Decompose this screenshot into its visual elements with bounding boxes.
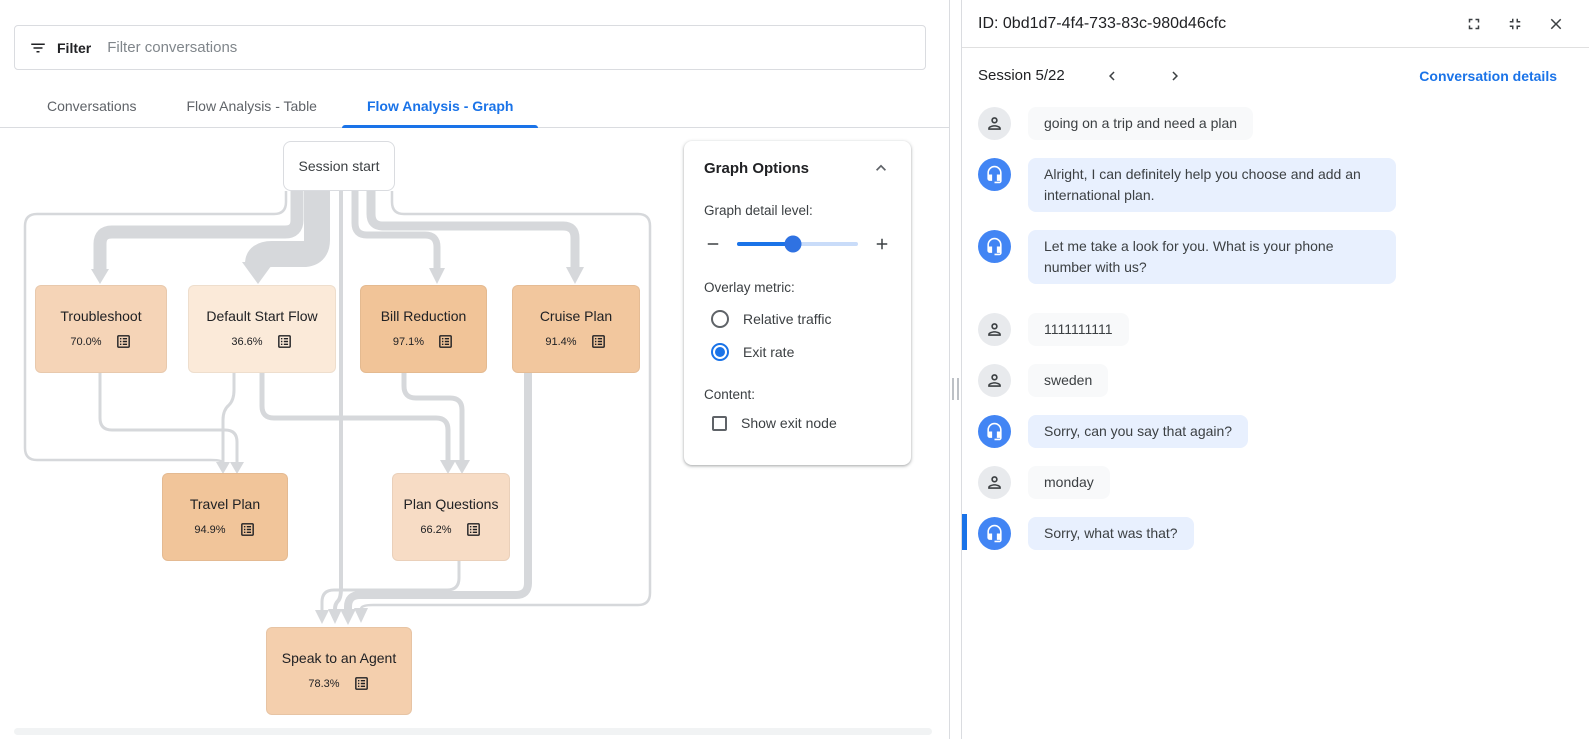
flow-node-default-start-flow[interactable]: Default Start Flow 36.6% <box>188 285 336 373</box>
flow-node-label: Travel Plan <box>189 496 261 512</box>
message-row: sweden <box>978 364 1565 397</box>
message-row: 1111111111 <box>978 313 1565 346</box>
list-alt-icon[interactable] <box>353 675 370 692</box>
message-row: Alright, I can definitely help you choos… <box>978 158 1565 212</box>
exit-rate-value: 91.4% <box>545 335 577 348</box>
conversation-id-title: ID: 0bd1d7-4f4-733-83c-980d46cfc <box>978 14 1227 32</box>
exit-fullscreen-icon[interactable] <box>1506 15 1524 33</box>
list-alt-icon[interactable] <box>437 333 454 350</box>
flow-node-session-start[interactable]: Session start <box>283 141 395 191</box>
resize-handle[interactable] <box>952 378 959 400</box>
session-counter: Session 5/22 <box>978 67 1065 84</box>
exit-rate-value: 36.6% <box>231 335 263 348</box>
list-alt-icon[interactable] <box>465 521 482 538</box>
headset-icon <box>978 517 1011 550</box>
flow-node-cruise-plan[interactable]: Cruise Plan 91.4% <box>512 285 640 373</box>
overlay-metric-label: Overlay metric: <box>704 280 795 295</box>
filter-bar[interactable]: Filter <box>14 25 926 70</box>
session-nav-row: Session 5/22 Conversation details <box>962 48 1589 103</box>
person-icon <box>978 364 1011 397</box>
radio-icon[interactable] <box>711 310 729 328</box>
chevron-right-icon[interactable] <box>1166 67 1184 85</box>
checkbox-label: Show exit node <box>741 415 837 431</box>
conversation-detail-panel: ID: 0bd1d7-4f4-733-83c-980d46cfc Session… <box>962 0 1589 739</box>
flow-node-speak-to-an-agent[interactable]: Speak to an Agent 78.3% <box>266 627 412 715</box>
list-alt-icon[interactable] <box>590 333 607 350</box>
message-row-selected: Sorry, what was that? <box>962 514 1565 550</box>
flow-node-troubleshoot[interactable]: Troubleshoot 70.0% <box>35 285 167 373</box>
slider-thumb[interactable] <box>784 235 802 253</box>
tab-bar: Conversations Flow Analysis - Table Flow… <box>0 85 949 128</box>
panel-divider <box>950 0 962 739</box>
flow-graph-edges <box>14 191 932 735</box>
message-row: going on a trip and need a plan <box>978 107 1565 140</box>
slider-minus-button[interactable] <box>704 235 722 253</box>
exit-rate-value: 78.3% <box>308 677 340 690</box>
tab-conversations[interactable]: Conversations <box>47 98 137 114</box>
checkbox-show-exit-node[interactable]: Show exit node <box>704 415 891 431</box>
person-icon <box>978 107 1011 140</box>
message-bubble[interactable]: Sorry, can you say that again? <box>1028 415 1249 448</box>
detail-panel-header: ID: 0bd1d7-4f4-733-83c-980d46cfc <box>962 0 1589 48</box>
message-bubble[interactable]: 1111111111 <box>1028 313 1129 346</box>
person-icon <box>978 466 1011 499</box>
filter-label: Filter <box>57 39 92 56</box>
chevron-left-icon[interactable] <box>1103 67 1121 85</box>
headset-icon <box>978 158 1011 191</box>
checkbox-icon[interactable] <box>712 415 727 431</box>
message-bubble[interactable]: sweden <box>1028 364 1109 397</box>
list-alt-icon[interactable] <box>115 333 132 350</box>
tab-flow-analysis-graph[interactable]: Flow Analysis - Graph <box>341 85 539 128</box>
headset-icon <box>978 415 1011 448</box>
flow-node-label: Troubleshoot <box>60 308 142 324</box>
message-bubble[interactable]: Let me take a look for you. What is your… <box>1028 230 1396 284</box>
exit-rate-value: 94.9% <box>194 523 226 536</box>
filter-icon[interactable] <box>29 39 47 57</box>
flow-node-label: Cruise Plan <box>539 308 613 324</box>
horizontal-scrollbar[interactable] <box>14 728 932 735</box>
flow-node-label: Default Start Flow <box>206 308 318 324</box>
headset-icon <box>978 230 1011 263</box>
transcript: going on a trip and need a plan Alright,… <box>962 103 1589 550</box>
message-row: Sorry, can you say that again? <box>978 415 1565 448</box>
list-alt-icon[interactable] <box>276 333 293 350</box>
radio-relative-traffic[interactable]: Relative traffic <box>704 310 891 328</box>
slider-plus-button[interactable] <box>873 235 891 253</box>
tab-flow-analysis-table[interactable]: Flow Analysis - Table <box>186 98 317 114</box>
message-bubble[interactable]: monday <box>1028 466 1110 499</box>
flow-node-label: Speak to an Agent <box>281 650 397 666</box>
person-icon <box>978 313 1011 346</box>
graph-options-panel: Graph Options Graph detail level: <box>684 141 911 465</box>
conversation-details-link[interactable]: Conversation details <box>1419 67 1557 84</box>
slider-fill <box>737 242 793 246</box>
message-row: Let me take a look for you. What is your… <box>978 230 1565 284</box>
exit-rate-value: 70.0% <box>70 335 102 348</box>
content-label: Content: <box>704 387 756 402</box>
graph-detail-level-label: Graph detail level: <box>704 203 813 218</box>
flow-analysis-panel: Filter Conversations Flow Analysis - Tab… <box>0 0 950 739</box>
message-row: monday <box>978 466 1565 499</box>
radio-icon-checked[interactable] <box>711 343 729 361</box>
filter-conversations-input[interactable] <box>107 39 911 56</box>
radio-label: Exit rate <box>743 344 795 360</box>
flow-node-label: Bill Reduction <box>380 308 467 324</box>
flow-node-label: Plan Questions <box>403 496 499 512</box>
message-bubble[interactable]: going on a trip and need a plan <box>1028 107 1254 140</box>
fullscreen-icon[interactable] <box>1465 15 1483 33</box>
radio-exit-rate[interactable]: Exit rate <box>704 343 891 361</box>
graph-options-title: Graph Options <box>704 159 809 177</box>
message-bubble[interactable]: Sorry, what was that? <box>1028 517 1194 550</box>
exit-rate-value: 97.1% <box>392 335 425 348</box>
flow-node-travel-plan[interactable]: Travel Plan 94.9% <box>162 473 288 561</box>
list-alt-icon[interactable] <box>239 521 256 538</box>
flow-graph-canvas[interactable]: Session start Troubleshoot 70.0% Default… <box>0 128 950 739</box>
message-bubble[interactable]: Alright, I can definitely help you choos… <box>1028 158 1396 212</box>
flow-node-bill-reduction[interactable]: Bill Reduction 97.1% <box>360 285 487 373</box>
chevron-up-icon[interactable] <box>871 158 891 178</box>
close-icon[interactable] <box>1547 15 1565 33</box>
detail-level-slider[interactable] <box>737 235 858 253</box>
exit-rate-value: 66.2% <box>420 523 452 536</box>
radio-label: Relative traffic <box>743 311 832 327</box>
flow-node-plan-questions[interactable]: Plan Questions 66.2% <box>392 473 510 561</box>
